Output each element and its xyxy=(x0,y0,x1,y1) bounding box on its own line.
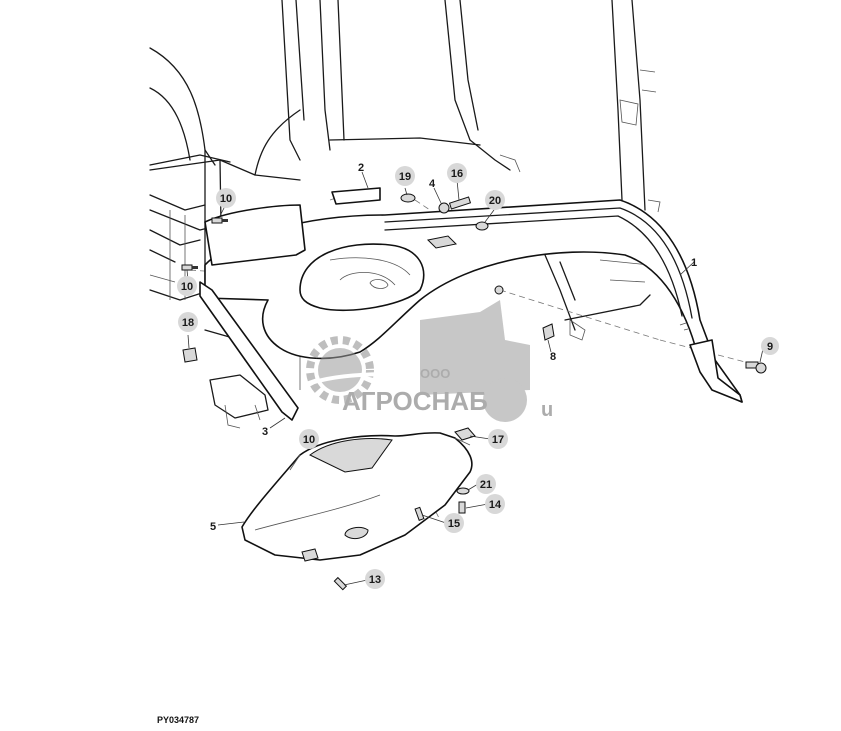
plug-19 xyxy=(400,193,416,203)
callout-2[interactable]: 2 xyxy=(358,162,364,174)
callout-5[interactable]: 5 xyxy=(210,521,216,533)
nut-on-fender xyxy=(494,285,504,295)
part-2-panel xyxy=(331,187,381,205)
callouts: 1 2 3 4 5 8 9 10 10 10 13 14 15 16 17 18… xyxy=(177,162,779,589)
nut-plate-17 xyxy=(454,427,476,441)
callout-14[interactable]: 14 xyxy=(485,494,505,514)
svg-text:17: 17 xyxy=(492,434,504,446)
svg-text:4: 4 xyxy=(429,178,436,190)
callout-4[interactable]: 4 xyxy=(429,178,436,190)
bolt-14 xyxy=(458,501,466,514)
gear-icon xyxy=(306,336,374,404)
figure-code: PY034787 xyxy=(157,715,200,725)
bolt-10-middle xyxy=(181,264,198,271)
callout-18[interactable]: 18 xyxy=(178,312,198,332)
svg-text:21: 21 xyxy=(480,479,492,491)
clip-18 xyxy=(182,347,198,363)
clip-8 xyxy=(542,323,555,341)
callout-8[interactable]: 8 xyxy=(550,351,556,363)
plug-20 xyxy=(475,221,489,231)
svg-text:13: 13 xyxy=(369,574,381,586)
watermark-brand: АГРОСНАБ xyxy=(342,386,488,416)
svg-text:10: 10 xyxy=(181,281,193,293)
watermark: ООО АГРОСНАБ u xyxy=(304,300,553,422)
callout-21[interactable]: 21 xyxy=(476,474,496,494)
callout-17[interactable]: 17 xyxy=(488,429,508,449)
callout-20[interactable]: 20 xyxy=(485,190,505,210)
callout-10-middle[interactable]: 10 xyxy=(177,276,197,296)
callout-15[interactable]: 15 xyxy=(444,513,464,533)
callout-10-upper[interactable]: 10 xyxy=(216,188,236,208)
svg-text:14: 14 xyxy=(489,499,502,511)
svg-text:15: 15 xyxy=(448,518,460,530)
svg-text:2: 2 xyxy=(358,162,364,174)
callout-9[interactable]: 9 xyxy=(761,337,779,355)
watermark-suffix: u xyxy=(541,399,553,421)
washer-21 xyxy=(456,487,470,495)
svg-text:8: 8 xyxy=(550,351,556,363)
svg-text:16: 16 xyxy=(451,168,463,180)
svg-text:5: 5 xyxy=(210,521,216,533)
bolt-10-upper xyxy=(211,217,228,224)
bolt-9 xyxy=(745,361,767,374)
svg-text:10: 10 xyxy=(220,193,232,205)
callout-1[interactable]: 1 xyxy=(691,257,697,269)
svg-text:19: 19 xyxy=(399,171,411,183)
svg-text:18: 18 xyxy=(182,317,194,329)
lower-liner xyxy=(241,432,473,562)
callout-13[interactable]: 13 xyxy=(365,569,385,589)
washer-4 xyxy=(438,202,450,214)
fasteners xyxy=(181,193,767,591)
svg-text:20: 20 xyxy=(489,195,501,207)
bolt-16 xyxy=(448,196,472,210)
svg-text:3: 3 xyxy=(262,426,268,438)
callout-3[interactable]: 3 xyxy=(262,426,268,438)
side-trim-strip xyxy=(199,204,306,421)
svg-text:10: 10 xyxy=(303,434,315,446)
screw-15 xyxy=(414,506,425,521)
watermark-prefix: ООО xyxy=(420,366,450,381)
svg-text:9: 9 xyxy=(767,341,773,353)
svg-text:1: 1 xyxy=(691,257,697,269)
tractor-icon xyxy=(420,300,530,422)
screw-13 xyxy=(333,576,348,591)
callout-16[interactable]: 16 xyxy=(447,163,467,183)
callout-19[interactable]: 19 xyxy=(395,166,415,186)
callout-10-lower[interactable]: 10 xyxy=(299,429,319,449)
leader-lines xyxy=(186,171,764,586)
